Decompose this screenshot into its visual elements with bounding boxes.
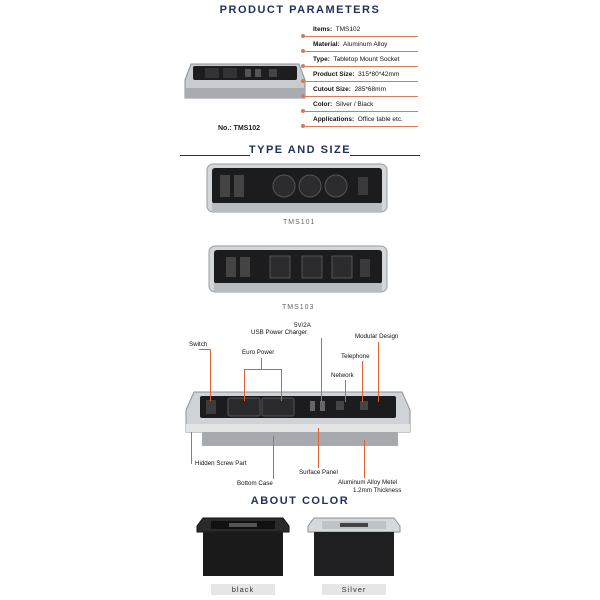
- label-euro-power: Euro Power: [242, 349, 275, 356]
- param-material: Material: Aluminum Alloy: [313, 41, 388, 48]
- product-image-tms101: [206, 163, 388, 213]
- leader-euro-top: [261, 358, 262, 369]
- color-swatch-silver: [307, 517, 401, 576]
- product-diagram-image: [185, 391, 411, 446]
- color-swatch-black: [196, 517, 290, 576]
- label-surface-panel: Surface Panel: [299, 469, 338, 476]
- param-divider: [303, 126, 418, 127]
- type-caption-tms101: TMS101: [283, 219, 316, 226]
- color-label-silver: Silver: [322, 584, 386, 595]
- leader-network: [345, 380, 346, 402]
- leader-hidden-screw: [191, 432, 192, 464]
- leader-switch: [210, 349, 211, 401]
- leader-charger: [321, 338, 322, 402]
- param-items: Items: TMS102: [313, 26, 361, 33]
- param-cutout-size: Cutout Size: 285*68mm: [313, 86, 386, 93]
- param-type: Type: Tabletop Mount Socket: [313, 56, 400, 63]
- param-applications: Applications: Office table etc.: [313, 116, 403, 123]
- param-product-size: Product Size: 315*80*42mm: [313, 71, 400, 78]
- color-label-black: black: [211, 584, 275, 595]
- param-divider: [303, 51, 418, 52]
- title-rule-right: [350, 155, 420, 156]
- title-rule-left: [180, 155, 250, 156]
- label-alloy-line2: 1.2mm Thickness: [353, 487, 402, 494]
- param-divider: [303, 96, 418, 97]
- section-title-product-parameters: PRODUCT PARAMETERS: [219, 4, 381, 16]
- label-switch: Switch: [189, 341, 208, 348]
- leader-euro-l: [244, 369, 245, 401]
- label-network: Network: [331, 372, 354, 379]
- leader-bottom-case: [273, 436, 274, 479]
- param-divider: [303, 81, 418, 82]
- leader-modular: [378, 342, 379, 402]
- label-modular-design: Modular Design: [355, 333, 399, 340]
- label-charger-line2: USB Power Charger: [251, 329, 308, 336]
- leader-euro-h: [244, 369, 281, 370]
- leader-surface-panel: [318, 428, 319, 468]
- param-divider: [303, 36, 418, 37]
- param-divider: [303, 66, 418, 67]
- leader-euro-r: [281, 369, 282, 401]
- leader-alloy: [364, 440, 365, 478]
- label-charger-line1: 5V/2A: [294, 322, 311, 329]
- label-hidden-screw: Hidden Screw Part: [195, 460, 247, 467]
- section-title-about-color: ABOUT COLOR: [250, 495, 350, 507]
- type-caption-tms103: TMS103: [282, 304, 315, 311]
- param-divider: [303, 111, 418, 112]
- model-caption: No.: TMS102: [218, 125, 261, 132]
- leader-telephone: [362, 361, 363, 402]
- label-bottom-case: Bottom Case: [237, 480, 273, 487]
- product-image-tms103: [208, 245, 388, 293]
- leader-switch-h: [199, 349, 211, 350]
- product-thumbnail: [184, 63, 306, 99]
- label-telephone: Telephone: [341, 353, 370, 360]
- section-title-type-and-size: TYPE AND SIZE: [248, 144, 352, 156]
- label-alloy-line1: Aluminum Alloy Metel: [338, 479, 398, 486]
- param-color: Color: Silver / Black: [313, 101, 374, 108]
